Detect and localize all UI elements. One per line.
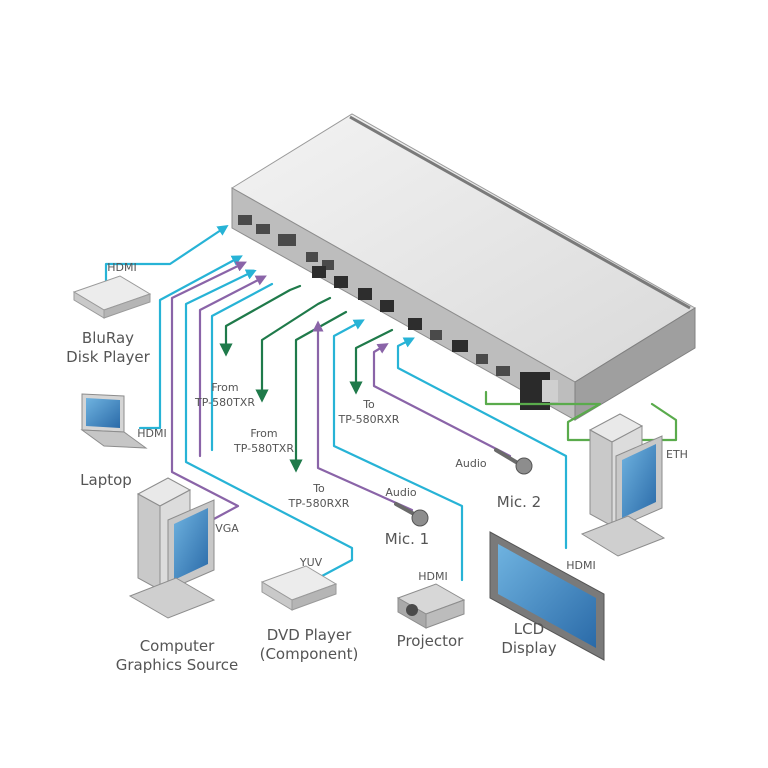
to-rxr-link-1 <box>289 310 348 473</box>
dvd-label-1: DVD Player <box>267 626 352 644</box>
projector-label: Projector <box>397 632 464 650</box>
dvd-label-2: (Component) <box>260 645 359 663</box>
bluray-player <box>72 275 152 319</box>
yuv-cable-2 <box>198 275 267 458</box>
bluray-label-2: Disk Player <box>66 348 150 366</box>
laptop <box>80 393 148 449</box>
eth-label: ETH <box>666 448 688 461</box>
from-txr-1-line1: From <box>211 381 238 394</box>
laptop-hdmi-label: HDMI <box>137 427 166 440</box>
yuv-cable-3 <box>210 282 274 452</box>
from-txr-1-line2: TP-580TXR <box>194 396 255 409</box>
switcher-unit <box>231 113 696 421</box>
dvd-player <box>260 565 338 611</box>
mic1-audio-label: Audio <box>385 486 417 499</box>
from-txr-2-line1: From <box>250 427 277 440</box>
lcd-label-1: LCD <box>514 620 544 638</box>
from-txr-link-2 <box>255 296 332 403</box>
projector <box>396 583 466 629</box>
to-rxr-2-line1: To <box>362 398 375 411</box>
mic1-label: Mic. 1 <box>385 530 429 548</box>
bluray-hdmi-label: HDMI <box>107 261 136 274</box>
from-txr-link-1 <box>219 284 302 357</box>
laptop-label: Laptop <box>80 471 132 489</box>
microphone-2 <box>494 448 533 475</box>
lcd-hdmi-cable <box>396 337 568 550</box>
lcd-label-2: Display <box>501 639 556 657</box>
vga-cable <box>170 261 247 522</box>
computer-label-1: Computer <box>140 637 215 655</box>
lcd-display <box>489 531 605 661</box>
mic2-label: Mic. 2 <box>497 493 541 511</box>
laptop-hdmi-cable <box>138 255 243 430</box>
microphone-1 <box>394 502 429 527</box>
to-rxr-link-2 <box>349 328 394 395</box>
bluray-hdmi-cable <box>104 224 229 288</box>
ethernet-computer <box>580 413 666 557</box>
lcd-hdmi-label: HDMI <box>566 559 595 572</box>
to-rxr-1-line2: TP-580RXR <box>288 497 350 510</box>
computer-label-2: Graphics Source <box>116 656 239 674</box>
to-rxr-2-line2: TP-580RXR <box>338 413 400 426</box>
from-txr-2-line2: TP-580TXR <box>233 442 294 455</box>
vga-label: VGA <box>215 522 239 535</box>
mic1-audio-cable <box>312 320 414 512</box>
mic2-audio-cable <box>372 343 512 458</box>
bluray-label-1: BluRay <box>82 329 134 347</box>
ethernet-cable <box>484 390 678 442</box>
yuv-label: YUV <box>299 556 323 569</box>
computer-graphics-source <box>128 477 216 619</box>
mic2-audio-label: Audio <box>455 457 487 470</box>
yuv-cable-1 <box>184 269 354 578</box>
projector-hdmi-cable <box>332 319 464 582</box>
to-rxr-1-line1: To <box>312 482 325 495</box>
projector-hdmi-label: HDMI <box>418 570 447 583</box>
